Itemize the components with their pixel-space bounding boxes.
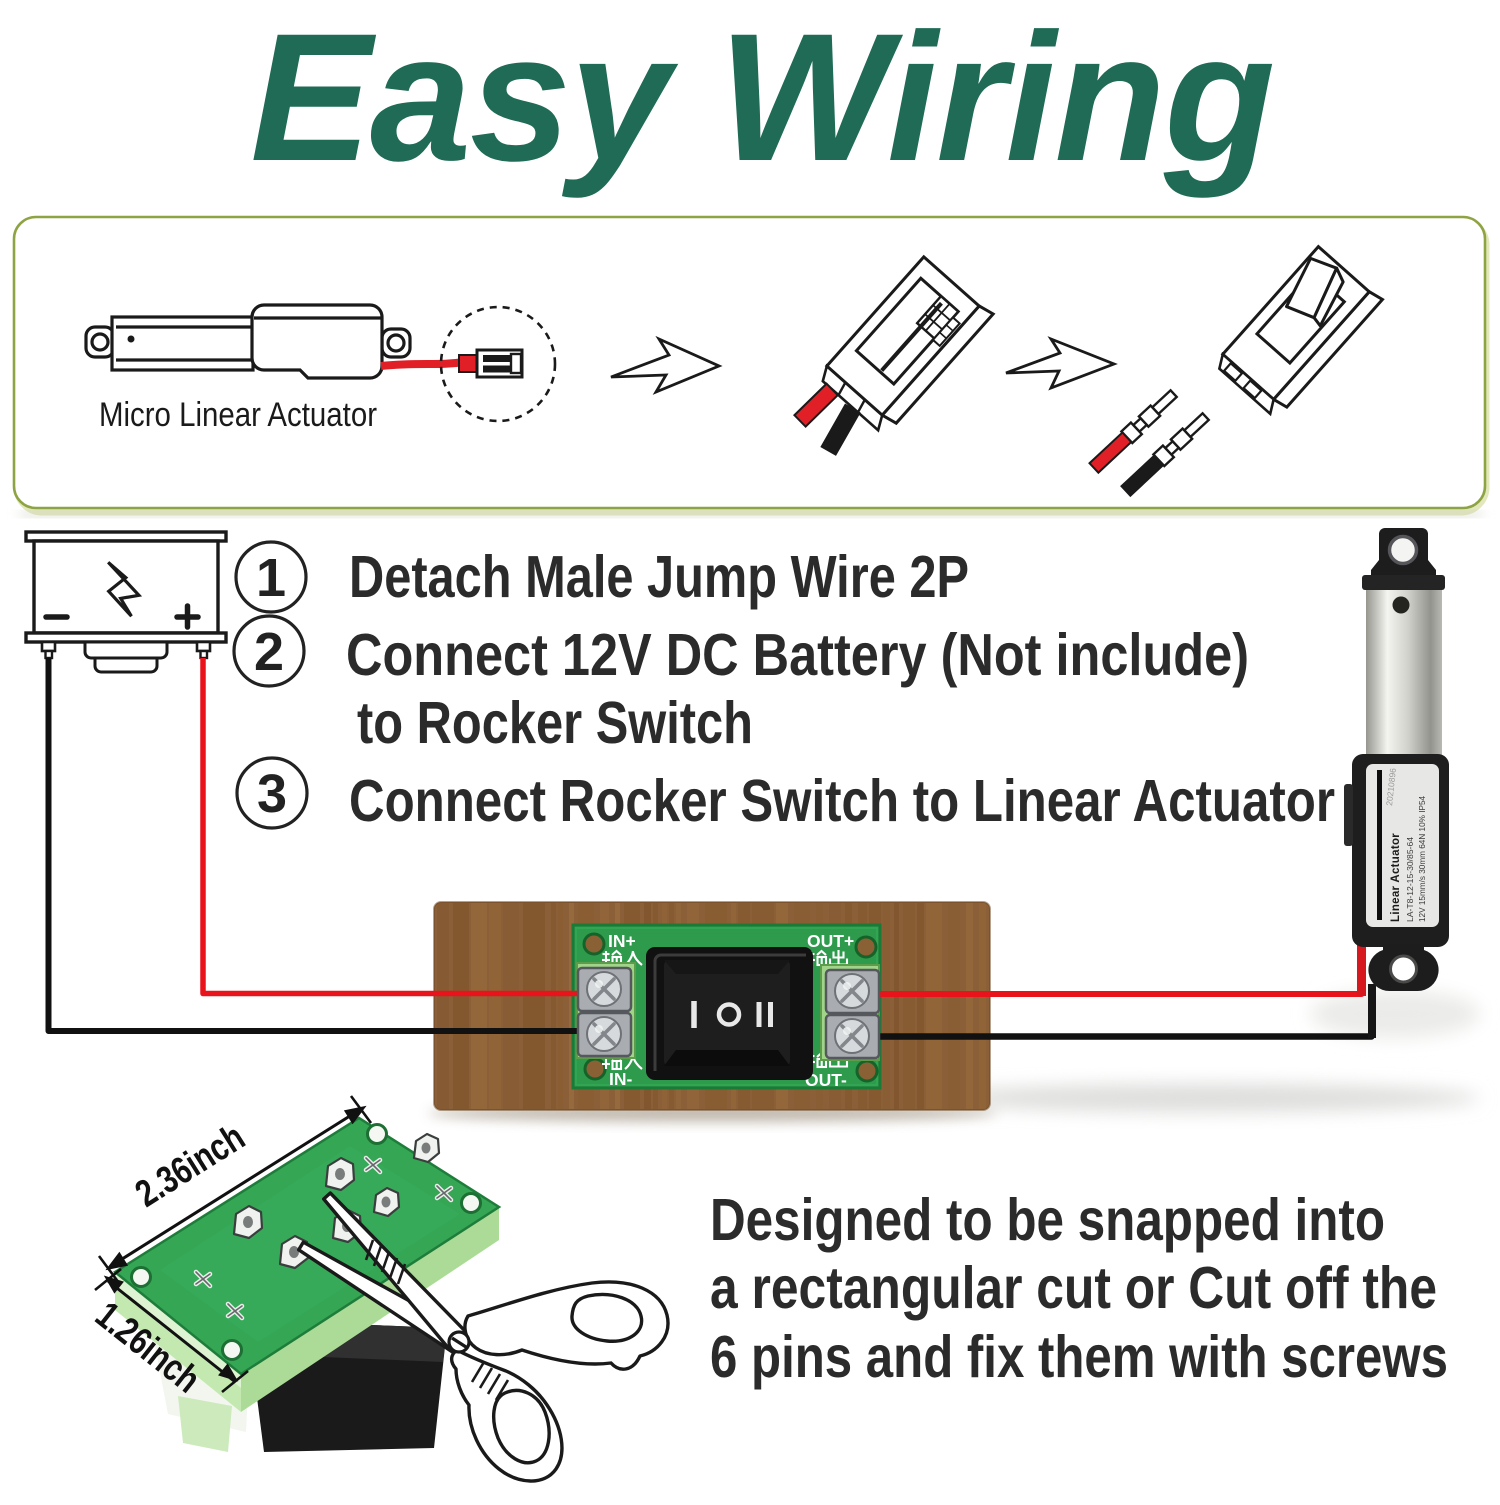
svg-text:IN-: IN- bbox=[609, 1069, 633, 1089]
svg-text:Detach Male Jump Wire 2P: Detach Male Jump Wire 2P bbox=[349, 544, 969, 610]
svg-text:to Rocker Switch: to Rocker Switch bbox=[357, 690, 753, 756]
svg-text:Connect 12V DC Battery (Not in: Connect 12V DC Battery (Not include) bbox=[346, 622, 1249, 688]
svg-text:Designed to be snapped into: Designed to be snapped into bbox=[710, 1187, 1385, 1253]
svg-text:3: 3 bbox=[257, 764, 287, 824]
svg-text:a rectangular cut or Cut off t: a rectangular cut or Cut off the bbox=[710, 1255, 1437, 1321]
svg-text:LA-T8-12-15-30/85-64: LA-T8-12-15-30/85-64 bbox=[1405, 837, 1415, 922]
svg-text:Connect Rocker Switch to Linea: Connect Rocker Switch to Linear Actuator bbox=[349, 768, 1335, 834]
svg-text:OUT+: OUT+ bbox=[807, 931, 854, 951]
svg-text:1: 1 bbox=[256, 548, 286, 608]
svg-text:OUT-: OUT- bbox=[805, 1070, 847, 1090]
svg-text:2: 2 bbox=[254, 622, 284, 682]
svg-text:Linear Actuator: Linear Actuator bbox=[1390, 833, 1402, 922]
svg-text:12V 15mm/s 30mm 64N 10% IP54: 12V 15mm/s 30mm 64N 10% IP54 bbox=[1418, 795, 1427, 922]
svg-text:IN+: IN+ bbox=[608, 931, 636, 951]
svg-text:Easy Wiring: Easy Wiring bbox=[250, 0, 1274, 199]
svg-text:Micro Linear Actuator: Micro Linear Actuator bbox=[99, 396, 377, 434]
svg-text:20210896: 20210896 bbox=[1384, 767, 1398, 806]
svg-text:6 pins and fix them with screw: 6 pins and fix them with screws bbox=[710, 1324, 1448, 1390]
